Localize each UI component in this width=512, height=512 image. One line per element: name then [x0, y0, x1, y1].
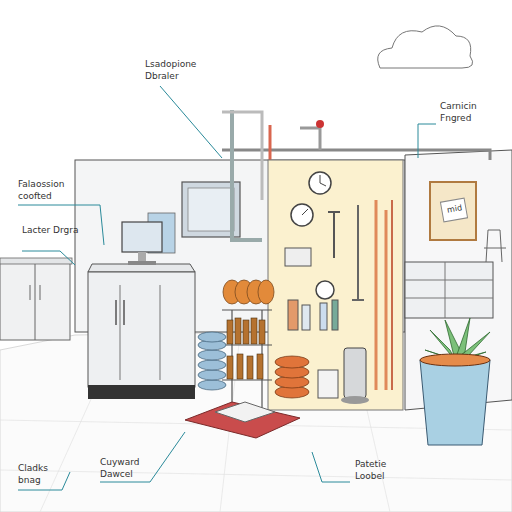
- callout-label: Lsadopione Dbraler: [145, 58, 215, 82]
- callout-label: Lacter Drgra: [22, 224, 84, 236]
- callout-label: Falaossion coofted: [18, 178, 98, 202]
- callout-label: Cuyward Dawcel: [100, 456, 155, 480]
- callout-label: Carnicin Fngred: [440, 100, 508, 124]
- callout-label: Cladks bnag: [18, 462, 66, 486]
- callout-label: Patetie Loobel: [355, 458, 407, 482]
